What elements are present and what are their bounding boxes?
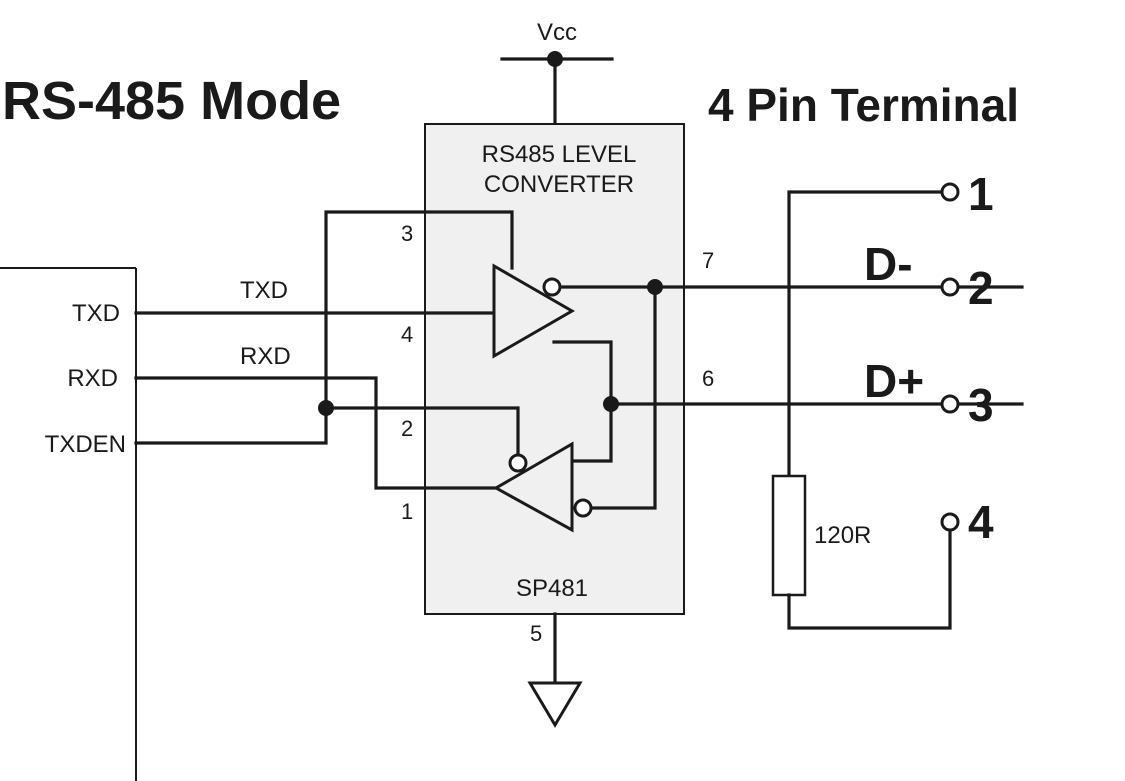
d-plus-label: D+ xyxy=(864,355,924,407)
d-minus-label: D- xyxy=(864,238,913,290)
vcc-label: Vcc xyxy=(537,19,577,46)
terminal-block: 1 2 3 4 D- D+ xyxy=(864,168,994,548)
pin-number-4: 4 xyxy=(401,322,413,347)
enable-junction-dot xyxy=(318,400,334,416)
mcu-signal-txden: TXDEN xyxy=(45,431,126,458)
receiver-amplifier xyxy=(492,441,574,533)
terminal-pin-1: 1 xyxy=(968,168,994,220)
mcu-signal-rxd: RXD xyxy=(67,365,118,392)
chip-part-number: SP481 xyxy=(516,575,588,602)
ground-icon xyxy=(527,681,583,728)
terminal-connector-3 xyxy=(940,394,960,414)
terminal-4-wire xyxy=(787,528,952,630)
termination-network: 120R xyxy=(771,190,952,630)
terminal-pin-4: 4 xyxy=(968,496,994,548)
terminal-pin-3: 3 xyxy=(968,379,994,431)
wire-label-rxd: RXD xyxy=(240,343,291,370)
enable-branch-wire xyxy=(324,406,520,455)
pin-number-6: 6 xyxy=(702,366,714,391)
terminal-title: 4 Pin Terminal xyxy=(708,79,1020,131)
wire-label-txd: TXD xyxy=(240,277,288,304)
driver-output-wire xyxy=(552,340,613,406)
vcc-junction-dot xyxy=(547,51,563,67)
terminal-connector-2 xyxy=(940,277,960,297)
pin-number-2: 2 xyxy=(401,416,413,441)
resistor-value: 120R xyxy=(814,522,871,549)
mode-title: RS-485 Mode xyxy=(2,71,342,131)
driver-amplifier xyxy=(492,263,576,359)
chip-body xyxy=(424,123,685,615)
txden-label-backdrop xyxy=(20,430,124,482)
receiver-noninverting-input-wire xyxy=(569,402,613,463)
pin-number-5: 5 xyxy=(530,621,542,646)
mcu-block: TXD RXD TXDEN xyxy=(0,267,137,781)
chip-title-line1: RS485 LEVEL xyxy=(482,141,637,168)
vcc-supply: Vcc xyxy=(500,19,614,126)
receiver-inverting-input-bubble xyxy=(573,498,593,518)
ground-symbol xyxy=(527,612,583,728)
receiver-enable-bubble xyxy=(508,453,528,473)
terminal-connector-1 xyxy=(940,182,960,202)
terminal-1-wire xyxy=(787,190,952,478)
receiver-inverting-input-wire xyxy=(589,285,657,510)
rxd-wire xyxy=(134,376,498,490)
terminal-connector-4 xyxy=(940,512,960,532)
signal-wires xyxy=(134,210,1024,510)
pin-number-3: 3 xyxy=(401,221,413,246)
pin-number-7: 7 xyxy=(702,248,714,273)
mcu-signal-txd: TXD xyxy=(72,300,120,327)
pin-number-1: 1 xyxy=(401,499,413,524)
terminal-pin-2: 2 xyxy=(968,262,994,314)
chip-title-line2: CONVERTER xyxy=(484,171,634,198)
txden-wire xyxy=(134,210,514,445)
driver-inverted-output-bubble xyxy=(542,277,562,297)
termination-resistor xyxy=(771,474,807,597)
